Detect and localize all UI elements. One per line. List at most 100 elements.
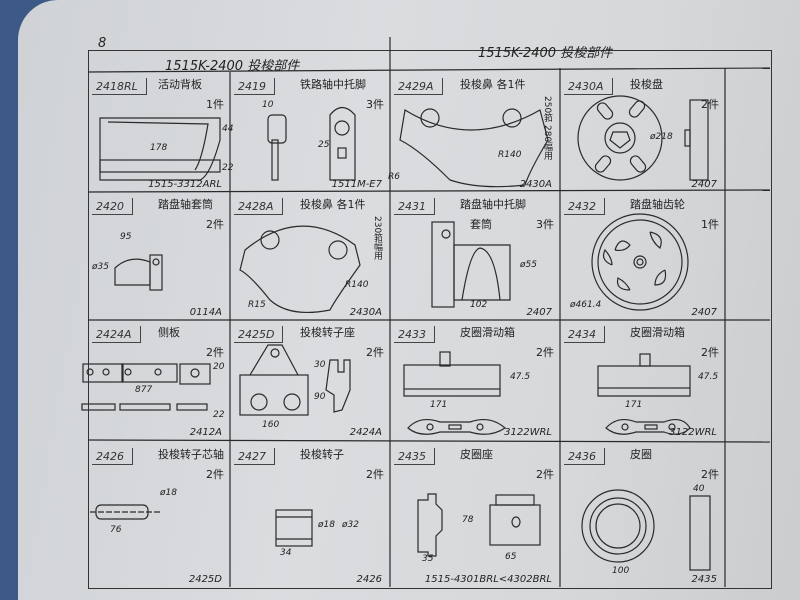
reference-number: 1511M-E7 (331, 179, 382, 190)
dimension-label: R140 (498, 150, 522, 160)
reference-number: 1515-4301BRL<4302BRL (424, 574, 552, 585)
dimension-label: 90 (314, 392, 326, 402)
part-name: 侧板 (158, 326, 180, 339)
part-code: 2429A (394, 78, 443, 95)
dimension-label: R6 (388, 172, 400, 182)
dimension-label: 95 (120, 232, 132, 242)
dimension-label: 171 (625, 400, 643, 410)
part-quantity: 2件 (536, 346, 554, 359)
part-name: 投梭转子 (300, 448, 344, 461)
dimension-label: 44 (222, 124, 234, 134)
part-quantity: 3件 (536, 218, 554, 231)
part-name: 投梭鼻 各1件 (300, 198, 366, 211)
dimension-label: 10 (262, 100, 274, 110)
part-code: 2420 (92, 198, 133, 215)
part-quantity: 3件 (366, 98, 384, 111)
part-quantity: 2件 (366, 346, 384, 359)
dimension-label: ø35 (92, 262, 109, 272)
dimension-label: R15 (248, 300, 266, 310)
part-name: 皮圈座 (460, 448, 493, 461)
part-code: 2432 (564, 198, 605, 215)
dimension-label: 100 (612, 566, 630, 576)
part-name-line2: 套筒 (470, 218, 492, 231)
part-quantity: 2件 (701, 346, 719, 359)
reference-number: 0114A (189, 307, 222, 318)
part-cell-2427: 2427 投梭转子 2件 2426 (230, 442, 390, 587)
part-code: 2425D (234, 326, 284, 343)
dimension-label: ø18 (160, 488, 177, 498)
reference-number: 2425D (188, 574, 222, 585)
dimension-label: 65 (505, 552, 517, 562)
dimension-label: 22 (222, 163, 234, 173)
dimension-label: R140 (345, 280, 369, 290)
part-name: 活动背板 (158, 78, 202, 91)
dimension-label: 22 (213, 410, 225, 420)
part-name: 踏盘轴套筒 (158, 198, 213, 211)
part-name: 投梭盘 (630, 78, 663, 91)
part-code: 2435 (394, 448, 435, 465)
part-quantity: 2件 (366, 468, 384, 481)
part-code: 2428A (234, 198, 283, 215)
part-name: 踏盘轴中托脚 (460, 198, 526, 211)
dimension-label: ø55 (520, 260, 537, 270)
part-code: 2431 (394, 198, 435, 215)
part-name: 投梭转子座 (300, 326, 355, 339)
dimension-label: 34 (280, 548, 292, 558)
dimension-label: 40 (693, 484, 705, 494)
part-name: 皮圈滑动箱 (460, 326, 515, 339)
dimension-label: 47.5 (510, 372, 531, 382)
part-quantity: 1件 (206, 98, 224, 111)
part-quantity: 2件 (701, 98, 719, 111)
part-cell-2420: 2420 踏盘轴套筒 2件 0114A (88, 192, 230, 320)
part-quantity: 2件 (701, 468, 719, 481)
dimension-label: 47.5 (698, 372, 719, 382)
reference-number: 2430A (519, 179, 552, 190)
reference-number: 2407 (691, 307, 717, 318)
part-code: 2424A (92, 326, 141, 343)
part-cell-2425D: 2425D 投梭转子座 2件 2424A (230, 320, 390, 440)
part-name: 皮圈 (630, 448, 652, 461)
part-code: 2433 (394, 326, 435, 343)
dimension-label: 178 (150, 143, 168, 153)
part-quantity: 1件 (701, 218, 719, 231)
reference-number: 2407 (526, 307, 552, 318)
part-name: 铁路轴中托脚 (300, 78, 366, 91)
dimension-label: 25 (318, 140, 330, 150)
dimension-label: 30 (314, 360, 326, 370)
dimension-label: 20 (213, 362, 225, 372)
part-quantity: 2件 (206, 468, 224, 481)
dimension-label: ø461.4 (570, 300, 602, 310)
dimension-label: 877 (135, 385, 153, 395)
part-cell-2433: 2433 皮圈滑动箱 2件 3122WRL (390, 320, 560, 440)
part-name: 皮圈滑动箱 (630, 326, 685, 339)
part-code: 2419 (234, 78, 275, 95)
reference-number: 2435 (691, 574, 717, 585)
reference-number: 3122WRL (504, 427, 552, 438)
part-code: 2427 (234, 448, 275, 465)
part-code: 2434 (564, 326, 605, 343)
part-name: 踏盘轴齿轮 (630, 198, 685, 211)
reference-number: 2424A (349, 427, 382, 438)
dimension-label: ø218 (650, 132, 673, 142)
part-quantity: 2件 (206, 346, 224, 359)
dimension-label: ø18 (318, 520, 335, 530)
part-note: 250筘 280幅用 (542, 96, 552, 161)
reference-number: 2426 (356, 574, 382, 585)
dimension-label: 35 (422, 554, 434, 564)
part-cell-2424A: 2424A 侧板 2件 2412A (88, 320, 230, 440)
dimension-label: 160 (262, 420, 280, 430)
part-cell-2432: 2432 踏盘轴齿轮 1件 2407 (560, 192, 725, 320)
part-name: 投梭转子芯轴 (158, 448, 224, 461)
right-title: 1515K-2400 投梭部件 (478, 46, 613, 61)
part-quantity: 2件 (206, 218, 224, 231)
reference-number: 2412A (189, 427, 222, 438)
part-code: 2436 (564, 448, 605, 465)
